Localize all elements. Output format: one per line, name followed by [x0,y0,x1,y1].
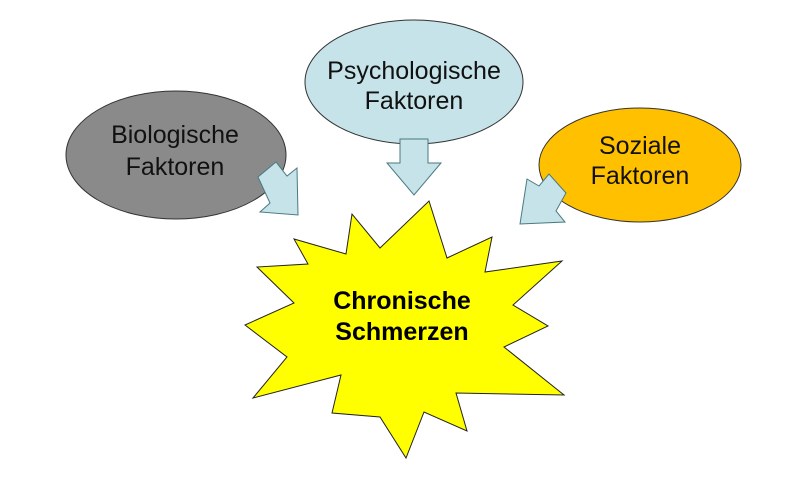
arrow-psychological-to-center [385,138,443,196]
center-label-line2: Schmerzen [335,318,468,346]
social-label-line2: Faktoren [591,162,690,190]
social-label-line1: Soziale [599,132,681,160]
biological-label-line2: Faktoren [126,153,225,181]
social-factors-node [538,107,742,223]
psychological-label-line2: Faktoren [365,87,464,115]
biological-label-line1: Biologische [111,121,239,149]
center-label-line1: Chronische [333,287,471,315]
biological-factors-node [65,90,287,220]
arrow-social-to-center [519,173,567,225]
arrow-biological-to-center [257,161,299,216]
psychological-label-line1: Psychologische [327,57,501,85]
chronic-pain-burst [244,200,566,460]
